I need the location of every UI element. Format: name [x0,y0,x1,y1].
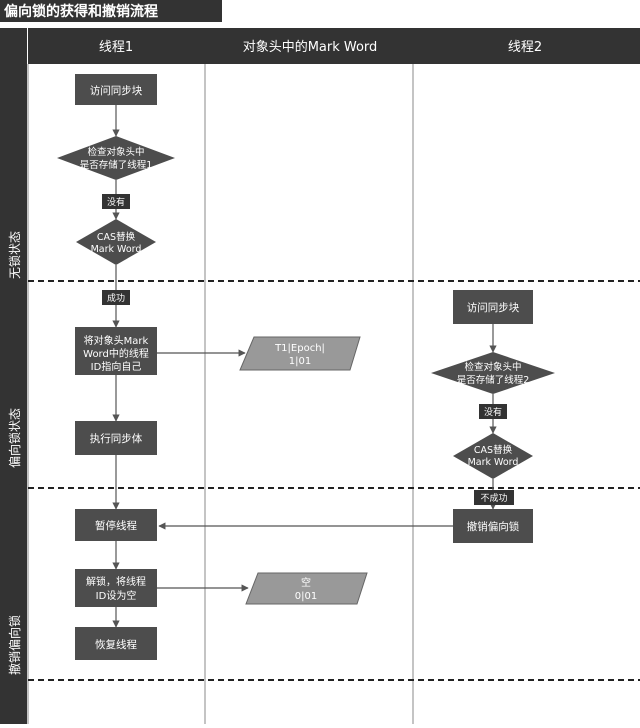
svg-text:ID设为空: ID设为空 [96,589,137,602]
svg-text:检查对象头中: 检查对象头中 [87,146,144,158]
svg-text:Word中的线程: Word中的线程 [83,347,149,360]
column-header-markword: 对象头中的Mark Word [243,39,378,55]
svg-text:恢复线程: 恢复线程 [95,638,137,651]
thread1-cas-decision: CAS替换 Mark Word [76,219,156,265]
thread1-pause-box: 暂停线程 [75,509,157,541]
svg-text:0|01: 0|01 [295,591,317,602]
thread1-access-sync-box: 访问同步块 [75,74,157,105]
svg-text:是否存储了线程2: 是否存储了线程2 [457,374,530,386]
svg-text:CAS替换: CAS替换 [97,231,136,243]
svg-text:没有: 没有 [107,196,125,208]
svg-text:没有: 没有 [484,406,502,418]
svg-text:访问同步块: 访问同步块 [467,301,520,314]
thread1-resume-box: 恢复线程 [75,627,157,660]
thread2-fail-label: 不成功 [474,490,514,505]
phase-label-bar [0,28,27,724]
thread2-access-sync-box: 访问同步块 [453,290,533,324]
svg-text:不成功: 不成功 [480,492,507,504]
phase-label-biased: 偏向锁状态 [7,408,22,468]
thread2-check-decision: 检查对象头中 是否存储了线程2 [431,352,555,394]
svg-text:1|01: 1|01 [289,356,311,367]
thread1-unlock-box: 解锁，将线程 ID设为空 [75,569,157,607]
thread1-success-label: 成功 [102,290,130,305]
thread1-set-thread-id-box: 将对象头Mark Word中的线程 ID指向自己 [75,327,157,375]
thread1-exec-sync-box: 执行同步体 [75,421,157,455]
svg-text:撤销偏向锁: 撤销偏向锁 [467,520,520,533]
markword-biased-parallelogram: T1|Epoch| 1|01 [239,336,361,371]
svg-text:执行同步体: 执行同步体 [90,432,143,445]
thread2-cas-decision: CAS替换 Mark Word [453,433,533,479]
title-bar [0,0,222,22]
svg-text:是否存储了线程1: 是否存储了线程1 [80,159,153,171]
svg-text:Mark Word: Mark Word [91,244,142,255]
thread2-no-label: 没有 [479,404,507,419]
svg-text:T1|Epoch|: T1|Epoch| [274,343,325,354]
svg-text:解锁，将线程: 解锁，将线程 [86,575,146,588]
column-header-bar [28,28,640,64]
svg-text:检查对象头中: 检查对象头中 [464,361,521,373]
phase-label-no-lock: 无锁状态 [7,231,22,279]
svg-text:CAS替换: CAS替换 [474,444,513,456]
svg-text:ID指向自己: ID指向自己 [91,360,142,373]
phase-label-revoke: 撤销偏向锁 [7,615,22,675]
thread2-revoke-box: 撤销偏向锁 [453,509,533,543]
svg-text:Mark Word: Mark Word [468,457,519,468]
markword-empty-parallelogram: 空 0|01 [245,572,368,605]
diagram-title: 偏向锁的获得和撤销流程 [4,3,158,20]
thread1-check-decision: 检查对象头中 是否存储了线程1 [57,136,175,180]
svg-text:空: 空 [301,576,311,589]
svg-text:暂停线程: 暂停线程 [95,519,137,532]
column-header-thread1: 线程1 [99,40,133,55]
svg-text:将对象头Mark: 将对象头Mark [84,334,149,347]
svg-text:访问同步块: 访问同步块 [90,84,143,97]
column-header-thread2: 线程2 [508,40,542,55]
thread1-no-label: 没有 [102,194,130,209]
svg-text:成功: 成功 [107,292,125,304]
